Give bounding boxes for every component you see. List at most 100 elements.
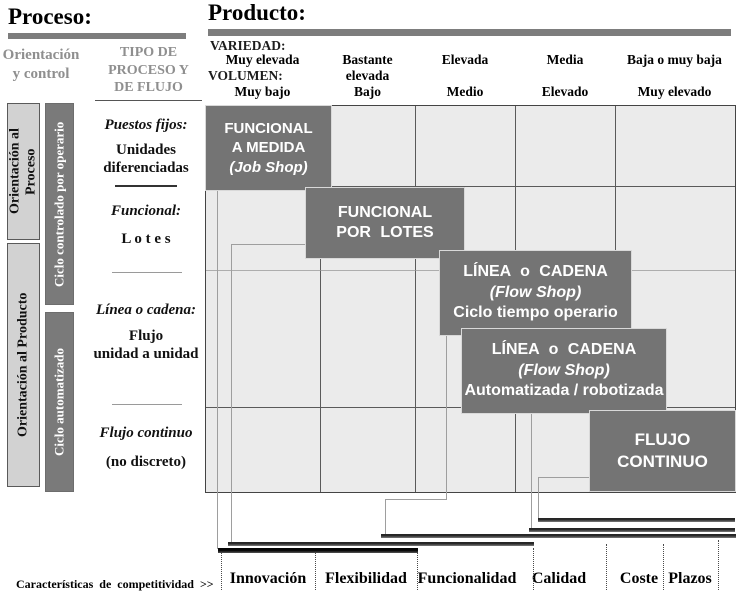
characteristic-flexibilidad: Flexibilidad xyxy=(325,570,407,587)
matrix-cell xyxy=(321,408,416,492)
connector-linea-operario xyxy=(446,334,447,499)
process-type-title: Flujo continuo xyxy=(99,425,193,441)
volumen-value: Muy elevado xyxy=(637,84,712,99)
characteristic-calidad: Calidad xyxy=(531,570,587,587)
box-line: (Job Shop) xyxy=(229,158,308,176)
connector-flujo-continuo xyxy=(538,477,539,519)
bar-flujo-continuo xyxy=(538,518,735,522)
process-type-desc: Unidades diferenciadas xyxy=(85,141,207,177)
matrix-cell xyxy=(516,106,616,187)
matrix-cell xyxy=(616,187,735,271)
matrix-cell xyxy=(206,408,321,492)
characteristic-coste: Coste xyxy=(619,570,659,587)
producto-rule xyxy=(208,29,731,36)
connector-lotes xyxy=(231,244,232,543)
matrix-cell xyxy=(206,271,321,408)
process-type-desc-line: Unidades xyxy=(115,142,177,158)
variedad-value: Baja o muy baja xyxy=(627,52,722,67)
orientacion-producto-bar: Orientación al Producto xyxy=(7,243,40,487)
orientacion-control-line2: y control xyxy=(12,65,70,82)
volumen-value: Elevado xyxy=(541,84,589,99)
matrix-cell xyxy=(416,106,516,187)
tipo-proceso-underline xyxy=(95,100,202,101)
divider xyxy=(115,185,177,187)
process-type-desc: L o t e s xyxy=(121,231,171,247)
box-line: (Flow Shop) xyxy=(489,283,582,301)
dotted-separator xyxy=(606,544,607,590)
characteristic-funcionalidad: Funcionalidad xyxy=(417,570,517,587)
variedad-value: Muy elevada xyxy=(225,52,300,67)
connector-flujo-continuo xyxy=(538,477,590,478)
dotted-separator xyxy=(221,550,222,590)
divider xyxy=(112,404,182,405)
volumen-value: Bajo xyxy=(354,84,381,99)
characteristic-plazos: Plazos xyxy=(668,570,712,587)
volumen-value: Medio xyxy=(446,84,484,99)
box-line: LÍNEA o CADENA xyxy=(491,341,637,359)
dotted-separator xyxy=(663,544,664,590)
process-type-title: Funcional: xyxy=(110,203,182,219)
box-linea-cadena-automatizada: LÍNEA o CADENA (Flow Shop) Automatizada … xyxy=(461,328,667,414)
process-type-desc: Flujo unidad a unidad xyxy=(85,327,207,363)
process-type-title: Puestos fijos: xyxy=(104,117,188,133)
box-funcional-a-medida: FUNCIONAL A MEDIDA (Job Shop) xyxy=(205,105,332,191)
process-type-title: Línea o cadena: xyxy=(96,302,196,318)
matrix-cell xyxy=(416,408,516,492)
box-line: LÍNEA o CADENA xyxy=(463,263,608,281)
dotted-separator xyxy=(315,552,316,590)
connector-job-shop xyxy=(217,189,218,549)
variedad-value: Elevada xyxy=(441,52,489,67)
box-line: FLUJO xyxy=(634,430,691,450)
connector-linea-automatizada xyxy=(531,412,532,529)
proceso-title: Proceso: xyxy=(8,4,92,29)
box-line: FUNCIONAL xyxy=(224,120,313,138)
competitiveness-caption: Características de competitividad >> xyxy=(16,577,214,591)
divider xyxy=(112,272,182,273)
characteristic-innovacion: Innovación xyxy=(229,570,307,587)
volumen-values-row: Muy bajo Bajo Medio Elevado Muy elevado xyxy=(205,84,734,100)
process-type-desc: (no discreto) xyxy=(105,454,187,470)
tipo-proceso-line1: TIPO DE xyxy=(119,45,178,60)
matrix-cell xyxy=(321,271,416,408)
dotted-separator xyxy=(533,548,534,590)
variedad-value: Bastante elevada xyxy=(342,52,393,83)
bar-funcional-lotes xyxy=(228,542,534,546)
matrix-cell xyxy=(321,106,416,187)
process-type-desc-line: diferenciadas xyxy=(103,160,189,176)
process-type-desc-line: Flujo xyxy=(128,328,164,344)
connector-linea-operario xyxy=(385,499,386,534)
ciclo-automatizado-bar: Ciclo automatizado xyxy=(45,312,74,492)
bar-linea-automatizada xyxy=(529,528,735,532)
tipo-proceso-line3: DE FLUJO xyxy=(114,80,183,95)
connector-linea-operario xyxy=(385,499,447,500)
proceso-rule xyxy=(8,33,186,39)
tipo-proceso-heading: TIPO DE PROCESO Y DE FLUJO xyxy=(92,44,205,97)
box-funcional-por-lotes: FUNCIONAL POR LOTES xyxy=(305,187,465,259)
variedad-label: VARIEDAD: xyxy=(210,38,286,53)
volumen-label: VOLUMEN: xyxy=(208,68,283,83)
process-type-desc-line: unidad a unidad xyxy=(93,346,199,362)
orientacion-proceso-bar: Orientación al Proceso xyxy=(7,103,40,240)
tipo-proceso-line2: PROCESO Y xyxy=(108,62,189,78)
dotted-separator xyxy=(718,540,719,590)
volumen-value: Muy bajo xyxy=(234,84,291,99)
orientacion-control-line1: Orientación xyxy=(2,47,80,63)
connector-lotes xyxy=(231,244,306,245)
variedad-values-row: Muy elevada Bastante elevada Elevada Med… xyxy=(205,52,734,84)
box-line: POR LOTES xyxy=(336,224,434,241)
bar-linea-operario xyxy=(381,534,736,538)
box-line: Automatizada / robotizada xyxy=(464,382,664,400)
ciclo-operario-bar: Ciclo controlado por operario xyxy=(45,103,74,305)
dotted-separator xyxy=(417,552,418,590)
box-line: (Flow Shop) xyxy=(518,361,610,379)
box-linea-cadena-operario: LÍNEA o CADENA (Flow Shop) Ciclo tiempo … xyxy=(439,250,632,336)
producto-title: Producto: xyxy=(208,0,306,25)
matrix-cell xyxy=(206,187,321,271)
box-flujo-continuo: FLUJO CONTINUO xyxy=(589,410,736,492)
matrix-cell xyxy=(616,106,735,187)
orientacion-control-heading: Orientación y control xyxy=(0,46,90,84)
bar-job-shop xyxy=(218,548,418,553)
box-line: FUNCIONAL xyxy=(337,203,433,221)
box-line: Ciclo tiempo operario xyxy=(453,304,618,322)
